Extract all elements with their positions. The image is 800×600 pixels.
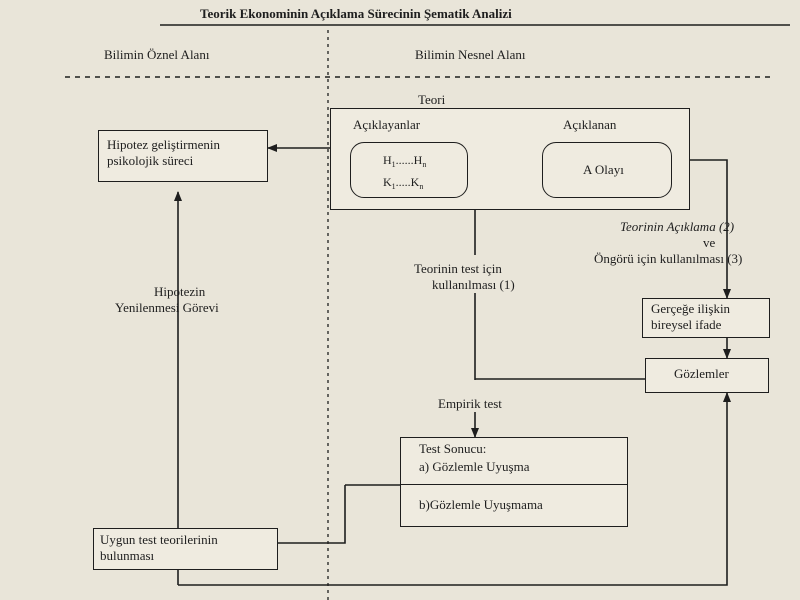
hypotheses-k: K — [383, 175, 392, 189]
observations-box: Gözlemler — [645, 358, 769, 393]
find-theories-line2: bulunması — [100, 548, 155, 563]
explained-label: Açıklanan — [563, 117, 617, 132]
hypotheses-k-dots: .....K — [395, 175, 420, 189]
event-label: A Olayı — [583, 162, 624, 177]
hypotheses-h: H — [383, 153, 392, 167]
test-result-title: Test Sonucu: — [419, 441, 487, 456]
test-result-box: Test Sonucu: a) Gözlemle Uyuşma — [400, 437, 628, 485]
hypothesis-renewal-line1: Hipotezin — [154, 284, 206, 299]
find-theories-box: Uygun test teorilerinin bulunması — [93, 528, 278, 570]
hypotheses-k-row: K1.....Kn — [383, 175, 424, 191]
hypotheses-k-subn: n — [419, 182, 424, 191]
event-to-reality-arrow — [690, 159, 731, 299]
test-result-match: a) Gözlemle Uyuşma — [419, 459, 530, 474]
test-use-line1: Teorinin test için — [414, 261, 502, 276]
hypotheses-h-subn: n — [422, 160, 427, 169]
explain-use-line3: Öngörü için kullanılması (3) — [594, 251, 743, 266]
explain-use-line2: ve — [703, 235, 716, 250]
hypotheses-h-dots: ......H — [395, 153, 423, 167]
find-theories-line1: Uygun test teorilerinin — [100, 532, 218, 547]
reality-line2: bireysel ifade — [651, 317, 722, 332]
page-title: Teorik Ekonominin Açıklama Sürecinin Şem… — [200, 6, 512, 21]
test-result-mismatch: b)Gözlemle Uyuşmama — [419, 497, 543, 512]
hypotheses-h-sub1: 1 — [391, 160, 396, 169]
explain-use-line1: Teorinin Açıklama (2) — [620, 219, 735, 234]
hypotheses-k-sub1: 1 — [391, 182, 396, 191]
hypothesis-development-box: Hipotez geliştirmenin psikolojik süreci — [98, 130, 268, 182]
empirical-test-label: Empirik test — [438, 396, 502, 411]
hypotheses-h-row: H1......Hn — [383, 153, 427, 169]
test-use-line2: kullanılması (1) — [432, 277, 515, 292]
bottom-feedback-arrow — [178, 392, 731, 586]
hypothesis-renewal-line2: Yenilenmesi Görevi — [115, 300, 219, 315]
mismatch-to-find-theories — [278, 485, 346, 544]
test-result-mismatch-box: b)Gözlemle Uyuşmama — [400, 485, 628, 527]
hypotheses-box: H1......Hn K1.....Kn — [350, 142, 468, 198]
reality-line1: Gerçeğe ilişkin — [651, 301, 731, 316]
hypothesis-dev-line2: psikolojik süreci — [107, 153, 194, 168]
theory-label: Teori — [418, 92, 446, 107]
hypothesis-dev-line1: Hipotez geliştirmenin — [107, 137, 221, 152]
region-label-objective: Bilimin Nesnel Alanı — [415, 47, 526, 62]
reality-statement-box: Gerçeğe ilişkin bireysel ifade — [642, 298, 770, 338]
explaining-label: Açıklayanlar — [353, 117, 421, 132]
event-box: A Olayı — [542, 142, 672, 198]
observations-label: Gözlemler — [674, 366, 729, 381]
region-label-subjective: Bilimin Öznel Alanı — [104, 47, 210, 62]
